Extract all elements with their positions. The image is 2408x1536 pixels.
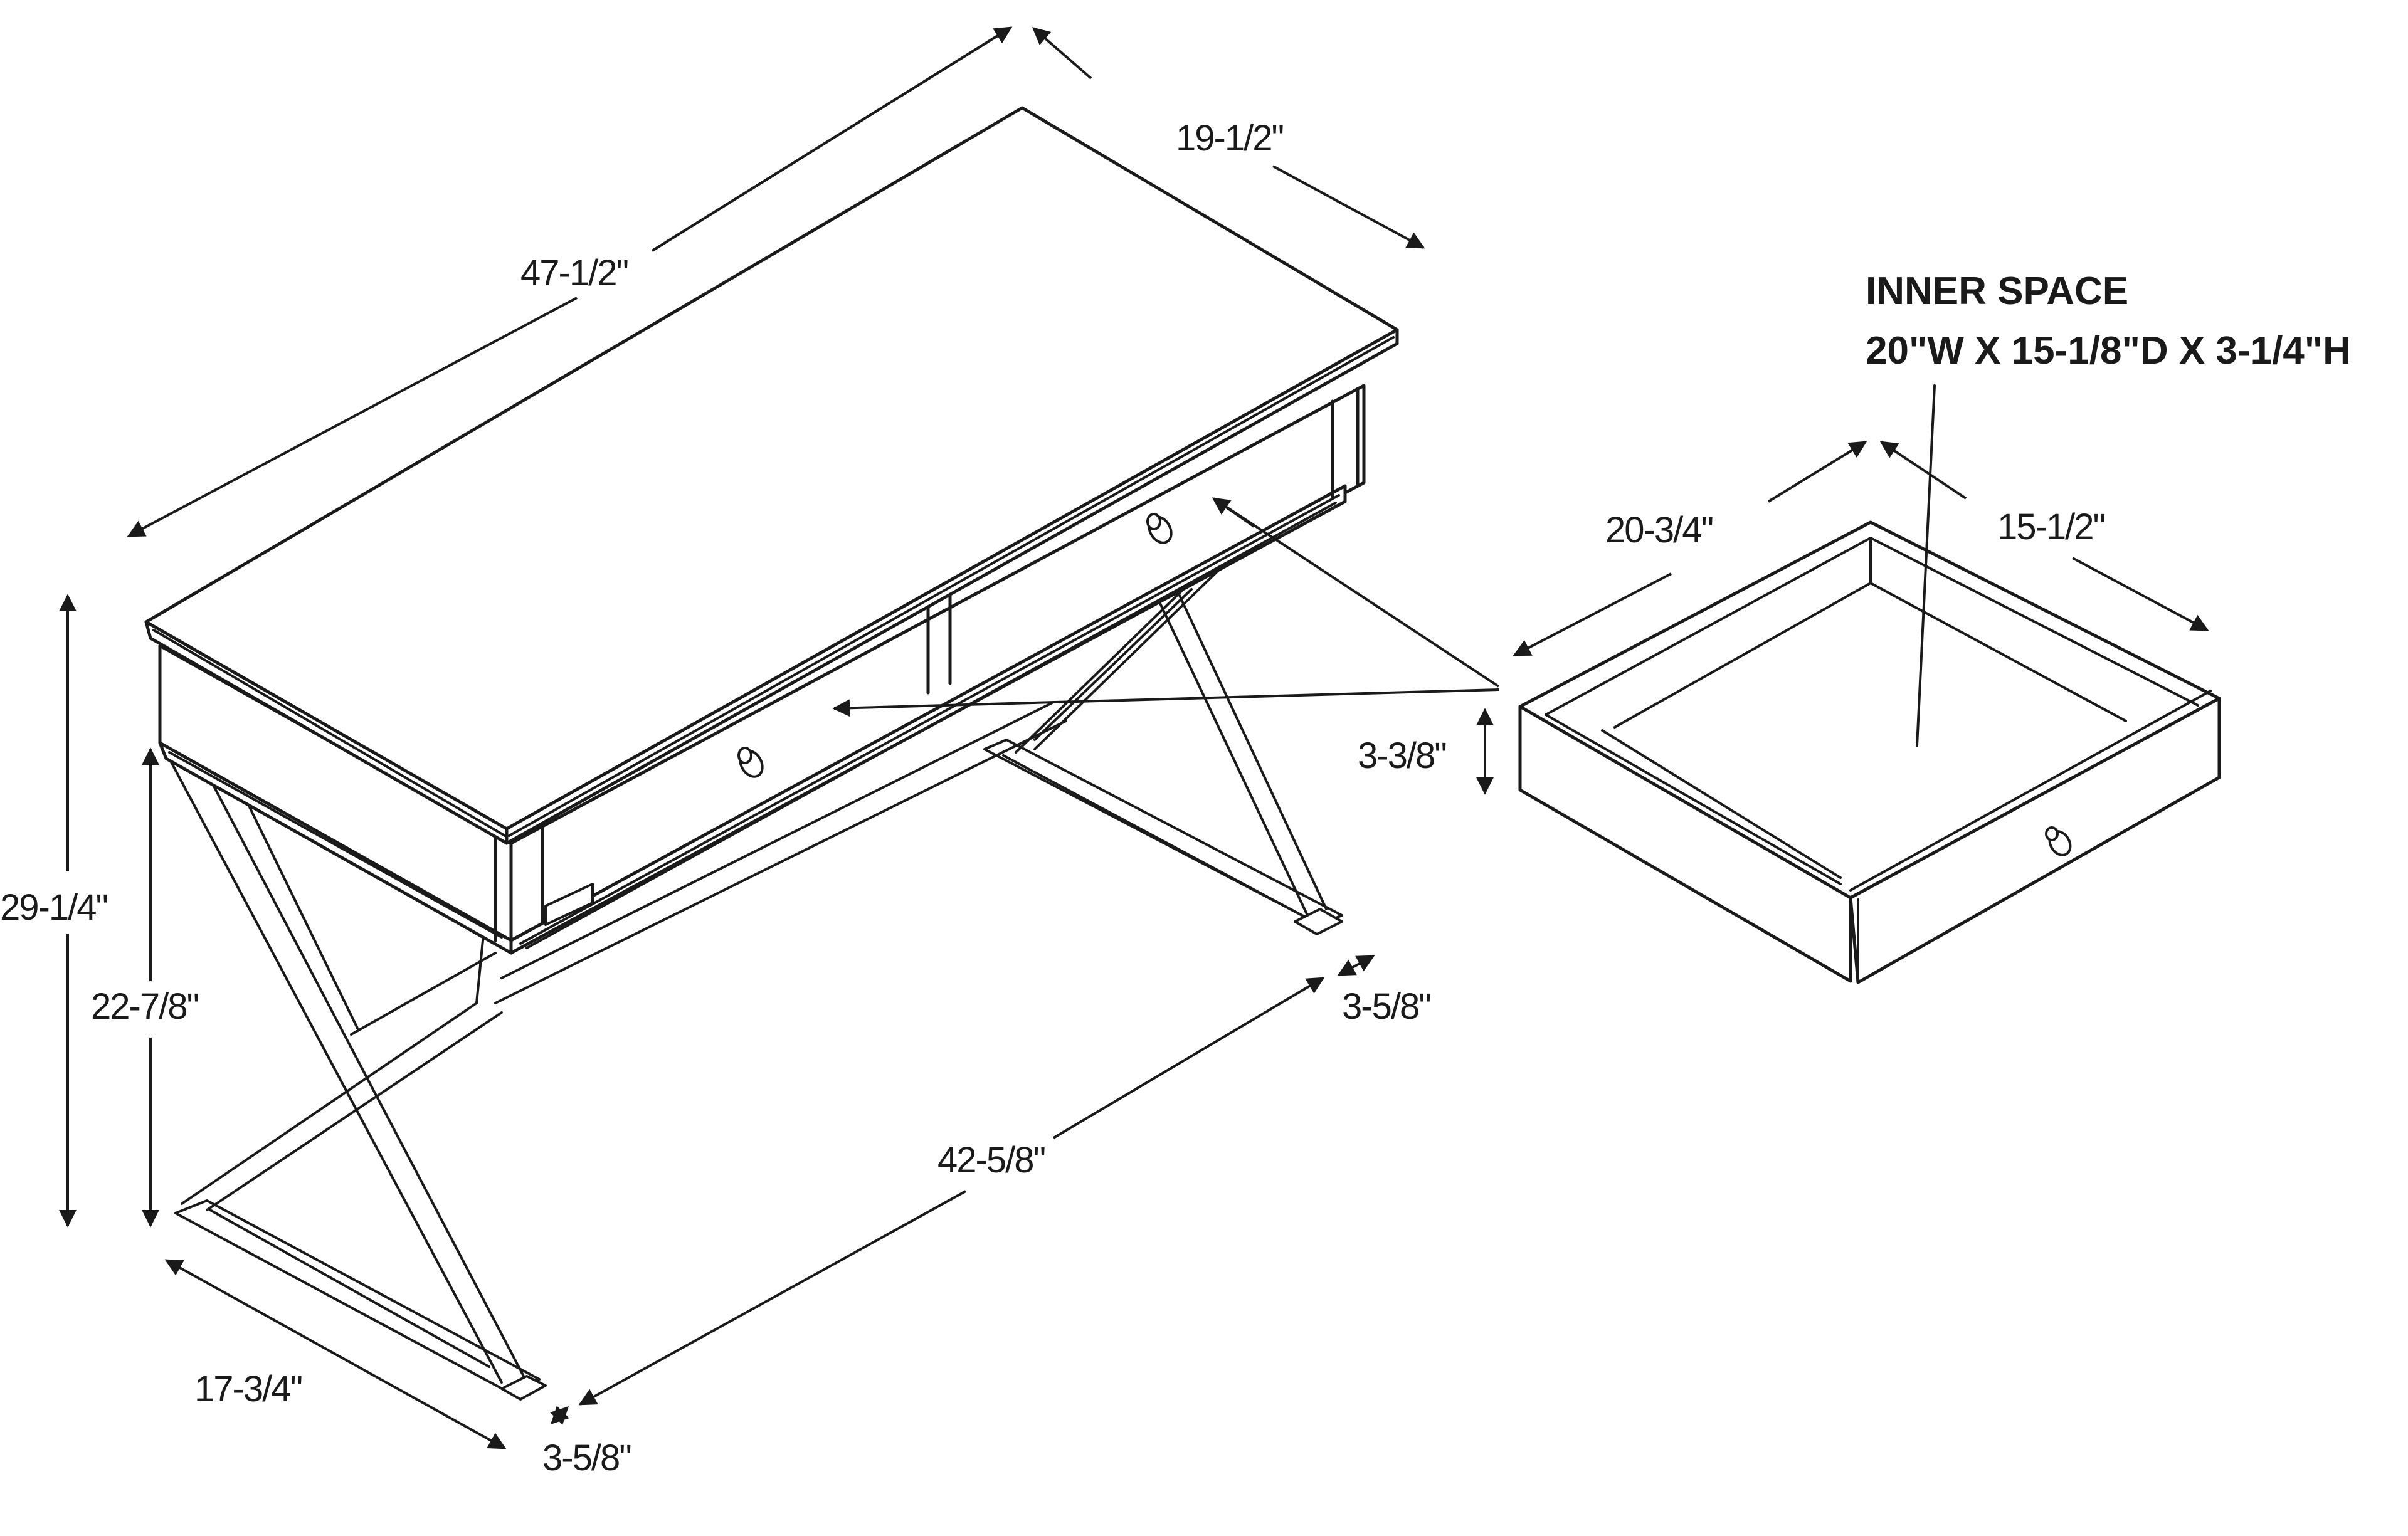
dim-leg-span: 42-5/8" [937, 1140, 1045, 1181]
dim-leg-inset-left: 3-5/8" [542, 1438, 631, 1478]
inner-space-value: 20"W X 15-1/8"D X 3-1/4"H [1866, 329, 2351, 372]
drawer-drawing [1518, 520, 2221, 984]
dim-knee-clearance: 22-7/8" [91, 986, 198, 1027]
desk-drawing [144, 106, 1399, 1401]
dim-drawer-outer-width: 20-3/4" [1605, 510, 1713, 550]
dim-leg-base-depth: 17-3/4" [194, 1369, 302, 1409]
dim-drawer-outer-depth: 15-1/2" [1997, 507, 2104, 547]
drawer-knob-right-icon [1146, 513, 1173, 544]
desk-top [144, 106, 1399, 845]
desk-dimensions: 47-1/2" 19-1/2" 29-1/4" 22-7/8" 17-3/4" … [0, 26, 1500, 1478]
dim-overall-depth: 19-1/2" [1176, 118, 1283, 159]
drawer-dimensions: 20-3/4" 15-1/2" INNER SPACE 20"W X 15-1/… [1513, 270, 2351, 747]
drawer-knob-icon [2045, 826, 2072, 856]
right-x-leg [983, 516, 1343, 935]
dim-overall-width: 47-1/2" [520, 253, 628, 293]
dim-overall-height: 29-1/4" [0, 887, 107, 928]
desk-apron [158, 384, 1366, 955]
dim-drawer-opening-height: 3-3/8" [1358, 735, 1446, 776]
dim-leg-inset-right: 3-5/8" [1342, 986, 1430, 1027]
inner-space-title: INNER SPACE [1866, 270, 2128, 313]
drawer-knob-left-icon [737, 747, 764, 778]
